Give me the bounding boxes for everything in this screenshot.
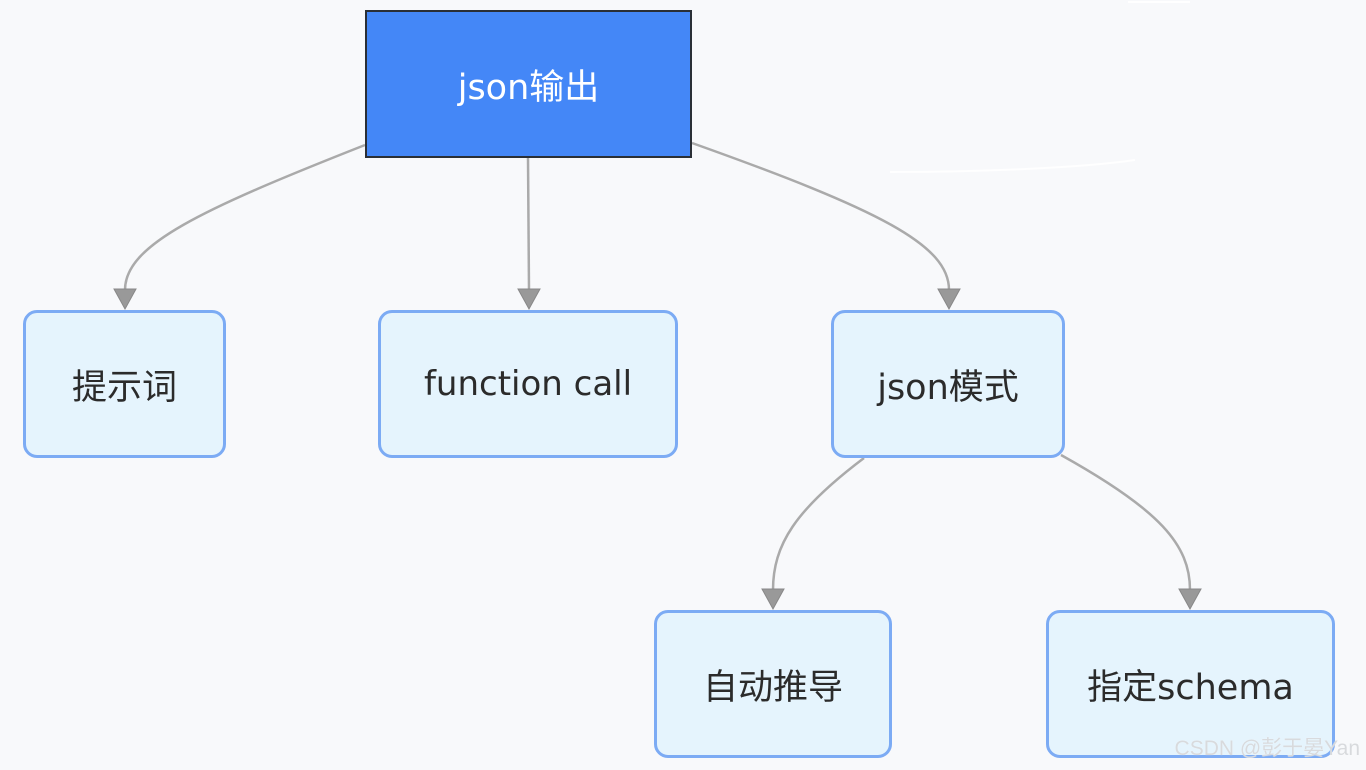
node-prompt[interactable]: 提示词 [23, 310, 226, 458]
edge-json-mode-to-auto-infer [771, 457, 865, 591]
node-function-call-label: function call [423, 364, 633, 404]
edge-json-mode-to-schema [1060, 453, 1192, 591]
arrowhead-json-mode [937, 288, 961, 311]
node-specified-schema-label: 指定schema [1087, 667, 1294, 708]
node-function-call[interactable]: function call [378, 310, 678, 458]
arrowhead-prompt [113, 288, 137, 311]
arrowhead-function-call [517, 288, 541, 311]
node-json-mode-label: json模式 [877, 367, 1019, 408]
edge-root-to-function-call [526, 157, 531, 291]
node-specified-schema[interactable]: 指定schema [1046, 610, 1335, 758]
node-json-output[interactable]: json输出 [365, 10, 692, 158]
edge-root-to-prompt [123, 143, 366, 291]
edge-root-to-json-mode [691, 141, 951, 291]
node-auto-infer[interactable]: 自动推导 [654, 610, 892, 758]
node-prompt-label: 提示词 [71, 367, 177, 408]
edges [123, 141, 1192, 591]
node-json-mode[interactable]: json模式 [831, 310, 1065, 458]
node-auto-infer-label: 自动推导 [702, 667, 843, 708]
arrowhead-auto-infer [761, 588, 785, 611]
node-json-output-label: json输出 [457, 67, 600, 108]
faint-background-strokes [889, 1, 1190, 173]
watermark: CSDN @彭于晏Yan [1174, 737, 1360, 760]
arrowheads [113, 288, 1202, 611]
arrowhead-schema [1178, 588, 1202, 611]
